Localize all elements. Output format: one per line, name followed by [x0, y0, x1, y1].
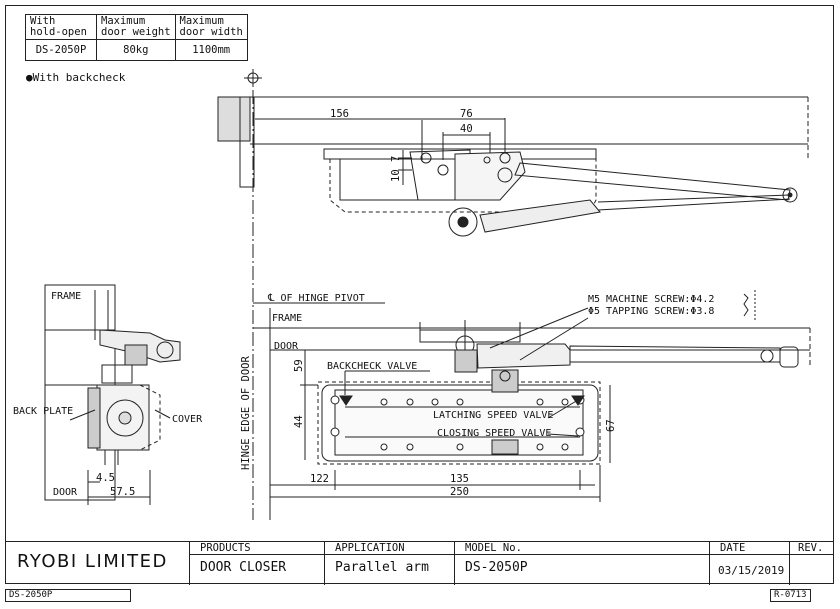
label-hinge-pivot: ℄ OF HINGE PIVOT [268, 293, 365, 304]
spec-table: With hold-open Maximum door weight Maxim… [25, 14, 248, 61]
label-frame-front: FRAME [272, 313, 303, 324]
main-pivot [448, 207, 478, 237]
rev-label: REV. [798, 542, 824, 554]
footer-drawing-number: R-0713 [770, 589, 811, 602]
dim-76: 76 [460, 108, 473, 120]
bullet-icon: ● [26, 71, 33, 84]
application-cell: APPLICATION Parallel arm [324, 542, 454, 585]
company-name: RYOBI LIMITED [17, 551, 168, 572]
dim-10: 10 [390, 169, 402, 182]
dim-40: 40 [460, 123, 473, 135]
label-door-side: DOOR [53, 487, 78, 498]
dim-122: 122 [310, 473, 329, 485]
products-label: PRODUCTS [200, 542, 251, 554]
frame-side [44, 284, 116, 331]
label-machine-screw: M5 MACHINE SCREW:Φ4.2 [588, 294, 715, 305]
date-cell: DATE 03/15/2019 [709, 542, 789, 585]
footer-model: DS-2050P [5, 589, 131, 602]
spec-model: DS-2050P [25, 39, 97, 61]
dim-7: 7 [390, 155, 402, 162]
title-block: RYOBI LIMITED PRODUCTS DOOR CLOSER APPLI… [5, 541, 834, 585]
backcheck-note-text: With backcheck [32, 71, 126, 84]
label-cover: COVER [172, 414, 203, 425]
technical-drawing [44, 69, 811, 520]
model-value: DS-2050P [465, 560, 528, 575]
label-door-front: DOOR [274, 341, 299, 352]
back-plate [87, 387, 101, 449]
dim-44: 44 [293, 415, 305, 428]
drawing-frame [5, 5, 834, 584]
hinge-center-mark [244, 69, 262, 87]
spec-header-door-weight: Maximum door weight [96, 14, 176, 40]
rev-cell: REV. [789, 542, 834, 585]
date-label: DATE [720, 542, 746, 554]
products-value: DOOR CLOSER [200, 560, 287, 575]
backcheck-note: ●With backcheck [26, 71, 125, 84]
spec-weight: 80kg [96, 39, 176, 61]
dim-59: 59 [293, 359, 305, 372]
label-back-plate: BACK PLATE [13, 406, 74, 417]
label-closing-valve: CLOSING SPEED VALVE [437, 428, 552, 439]
model-label: MODEL No. [465, 542, 522, 554]
label-hinge-edge: HINGE EDGE OF DOOR [240, 356, 252, 470]
dim-67: 67 [605, 419, 617, 432]
application-label: APPLICATION [335, 542, 405, 554]
dim-135: 135 [450, 473, 469, 485]
date-value: 03/15/2019 [718, 564, 785, 577]
label-tapping-screw: Φ5 TAPPING SCREW:Φ3.8 [588, 306, 715, 317]
backcheck-valve [339, 395, 353, 406]
products-cell: PRODUCTS DOOR CLOSER [189, 542, 324, 585]
label-backcheck-valve: BACKCHECK VALVE [327, 361, 418, 372]
frame-block-top [217, 96, 251, 142]
label-latching-valve: LATCHING SPEED VALVE [433, 410, 554, 421]
door-outline-front [317, 381, 601, 465]
dim-4-5: 4.5 [96, 472, 115, 484]
model-cell: MODEL No. DS-2050P [454, 542, 709, 585]
dim-156: 156 [330, 108, 349, 120]
dim-57-5: 57.5 [110, 486, 136, 498]
label-frame-side: FRAME [51, 291, 82, 302]
spec-width: 1100mm [174, 39, 248, 61]
frame-jamb-top [239, 96, 255, 188]
dim-250: 250 [450, 486, 469, 498]
application-value: Parallel arm [335, 560, 429, 575]
